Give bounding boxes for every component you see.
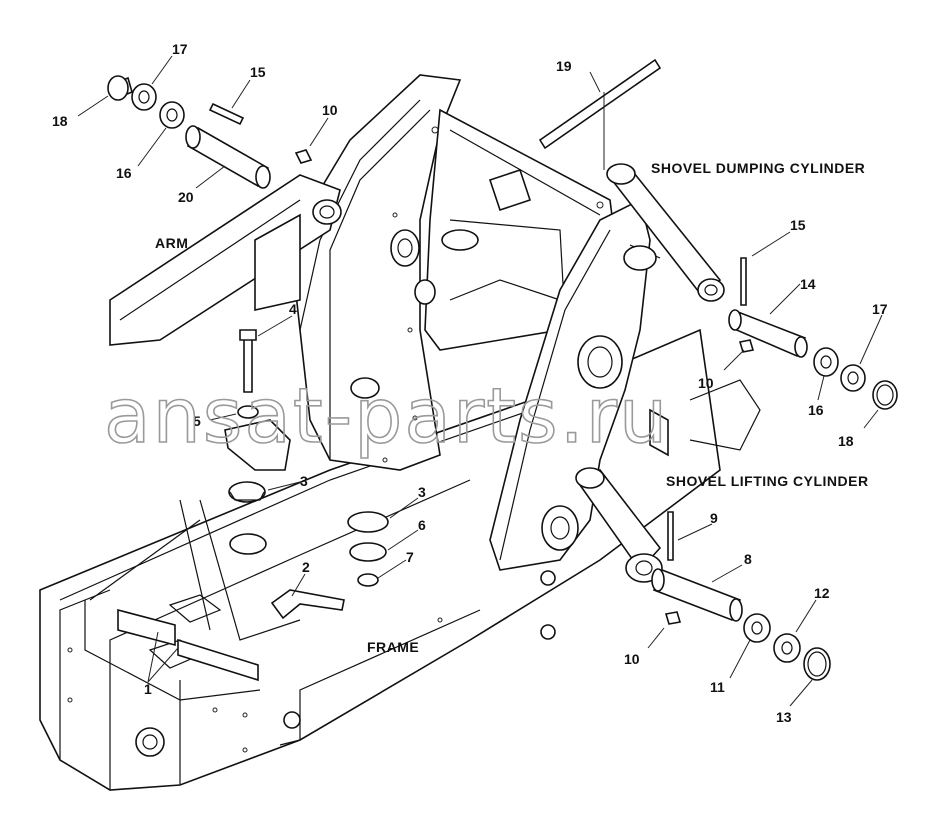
- pin-group-lower-right: [651, 511, 831, 681]
- callout-16-right: 16: [808, 402, 824, 418]
- label-arm: ARM: [155, 235, 188, 251]
- shovel-dumping-cylinder: [606, 163, 725, 302]
- pin-group-top-left: [107, 75, 313, 189]
- label-frame: FRAME: [367, 639, 419, 655]
- callout-18-left: 18: [52, 113, 68, 129]
- callout-3-right: 3: [418, 484, 426, 500]
- right-upright: [489, 198, 761, 640]
- callout-18-right: 18: [838, 433, 854, 449]
- callout-20: 20: [178, 189, 194, 205]
- callout-14: 14: [800, 276, 816, 292]
- callout-15-right: 15: [790, 217, 806, 233]
- callout-7: 7: [406, 549, 414, 565]
- leader-lines: [77, 55, 883, 707]
- label-shovel-dumping-cylinder: SHOVEL DUMPING CYLINDER: [651, 160, 865, 176]
- callout-5: 5: [193, 413, 201, 429]
- callout-10-bottom: 10: [624, 651, 640, 667]
- callout-2: 2: [302, 559, 310, 575]
- callout-19: 19: [556, 58, 572, 74]
- callout-4: 4: [289, 301, 297, 317]
- callout-6: 6: [418, 517, 426, 533]
- callout-17-left: 17: [172, 41, 188, 57]
- callout-12: 12: [814, 585, 830, 601]
- part-19-bar: [538, 58, 662, 150]
- label-shovel-lifting-cylinder: SHOVEL LIFTING CYLINDER: [666, 473, 869, 489]
- callout-10-top: 10: [322, 102, 338, 118]
- callout-16-left: 16: [116, 165, 132, 181]
- mount-parts-center: [117, 329, 389, 682]
- pin-group-upper-right: [728, 257, 898, 410]
- callout-8: 8: [744, 551, 752, 567]
- callout-1: 1: [144, 681, 152, 697]
- callout-10-right: 10: [698, 375, 714, 391]
- callout-13: 13: [776, 709, 792, 725]
- callout-11: 11: [710, 679, 725, 695]
- callout-3-left: 3: [300, 473, 308, 489]
- mast-tower: [289, 74, 621, 471]
- callout-9: 9: [710, 510, 718, 526]
- callout-15-left: 15: [250, 64, 266, 80]
- callout-17-right: 17: [872, 301, 888, 317]
- watermark: ansat-parts.ru: [104, 371, 669, 460]
- arm: [109, 174, 342, 346]
